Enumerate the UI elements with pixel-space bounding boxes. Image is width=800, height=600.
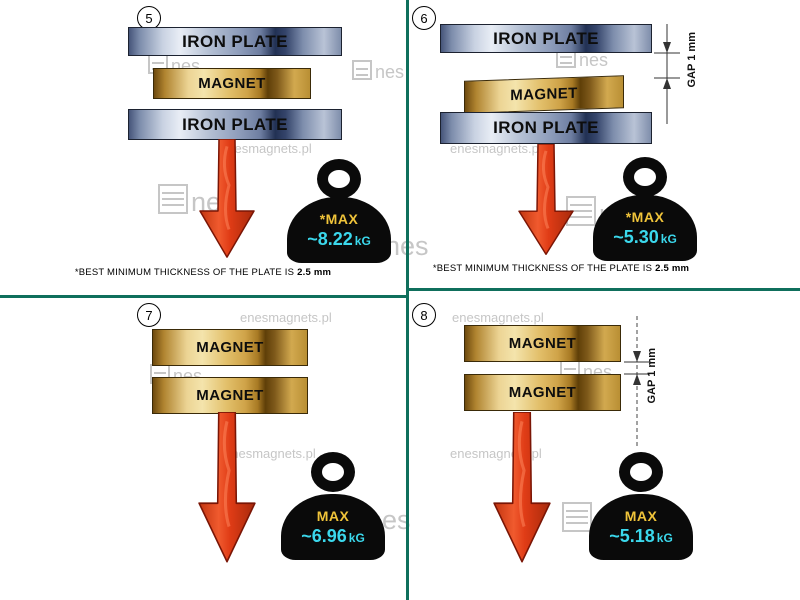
panel6-pull-arrow-icon <box>518 144 574 255</box>
panel7-pull-arrow-icon <box>198 412 256 563</box>
watermark-url: enesmagnets.pl <box>452 310 544 325</box>
panel8-gap-dimension-icon <box>624 316 650 446</box>
panel6-weight-value-number: ~5.30 <box>613 226 659 247</box>
panel7-weight-value-number: ~6.96 <box>301 525 347 546</box>
divider-horizontal-left <box>0 295 406 298</box>
panel6-weight-value-unit: kG <box>660 231 677 246</box>
enes-logo-text: nes <box>579 50 609 70</box>
panel7-magnet-top-label: MAGNET <box>196 339 264 356</box>
panel6-magnet: MAGNET <box>464 75 624 114</box>
panel6-magnet-label: MAGNET <box>510 84 578 105</box>
panel6-footnote-text: *BEST MINIMUM THICKNESS OF THE PLATE IS <box>432 263 653 274</box>
panel8-weight-max-label: MAX <box>624 507 658 524</box>
watermark-url: enesmagnets.pl <box>224 446 316 461</box>
panel5-number: 5 <box>137 6 161 30</box>
panel8-gap-label: GAP 1 mm <box>646 348 658 404</box>
panel5-iron-plate-top-label: IRON PLATE <box>182 31 288 51</box>
panel5-weight-value-number: ~8.22 <box>307 228 353 249</box>
panel8-number: 8 <box>412 303 436 327</box>
panel6-weight-max-label: *MAX <box>625 208 665 225</box>
panel7-number: 7 <box>137 303 161 327</box>
panel5-iron-plate-bottom-label: IRON PLATE <box>182 114 288 134</box>
panel6-gap-label: GAP 1 mm <box>686 32 698 88</box>
panel5-magnet-label: MAGNET <box>198 75 266 92</box>
divider-horizontal-right <box>409 288 800 291</box>
panel7-weight-max-label: MAX <box>316 507 350 524</box>
panel6-iron-plate-bottom-label: IRON PLATE <box>493 118 599 137</box>
watermark-url: enesmagnets.pl <box>220 141 312 156</box>
enes-logo-icon <box>352 60 372 80</box>
panel6-footnote-emph: 2.5 mm <box>655 263 690 274</box>
panel7-magnet-bottom: MAGNET <box>152 377 308 414</box>
panel5-magnet: MAGNET <box>153 68 311 99</box>
panel6-gap-dimension-icon <box>654 24 680 124</box>
panel5-iron-plate-top: IRON PLATE <box>128 27 342 56</box>
panel5-footnote-emph: 2.5 mm <box>297 267 332 278</box>
enes-watermark-logo: nes <box>352 60 405 82</box>
watermark-url: enesmagnets.pl <box>450 141 542 156</box>
panel5-weight-max-label: *MAX <box>319 210 359 227</box>
panel8-weight-handle-icon <box>619 452 663 492</box>
panel5-pull-arrow-icon <box>199 139 255 258</box>
divider-vertical <box>406 0 409 600</box>
enes-logo-icon <box>158 184 188 214</box>
panel8-magnet-bottom: MAGNET <box>464 374 621 411</box>
panel7-weight-value-unit: kG <box>348 530 365 545</box>
panel5-weight-value-unit: kG <box>354 233 371 248</box>
panel7-magnet-bottom-label: MAGNET <box>196 387 264 404</box>
enes-logo-icon <box>562 502 592 532</box>
panel5-iron-plate-bottom: IRON PLATE <box>128 109 342 140</box>
panel6-iron-plate-top: IRON PLATE <box>440 24 652 53</box>
panel7-magnet-top: MAGNET <box>152 329 308 366</box>
panel6-weight-handle-icon <box>623 157 667 197</box>
panel6-number: 6 <box>412 6 436 30</box>
panel8-pull-arrow-icon <box>493 412 551 563</box>
watermark-url: enesmagnets.pl <box>240 310 332 325</box>
panel8-magnet-top: MAGNET <box>464 325 621 362</box>
panel8-magnet-top-label: MAGNET <box>508 335 577 352</box>
panel5-footnote-text: *BEST MINIMUM THICKNESS OF THE PLATE IS <box>74 267 295 278</box>
enes-logo-text: nes <box>375 62 405 82</box>
panel8-weight-value-number: ~5.18 <box>609 525 655 546</box>
panel6-iron-plate-bottom: IRON PLATE <box>440 112 652 144</box>
panel6-iron-plate-top-label: IRON PLATE <box>493 28 599 48</box>
panel5-weight-handle-icon <box>317 159 361 199</box>
panel8-magnet-bottom-label: MAGNET <box>508 384 577 401</box>
panel8-weight-value-unit: kG <box>656 530 673 545</box>
panel7-weight-handle-icon <box>311 452 355 492</box>
